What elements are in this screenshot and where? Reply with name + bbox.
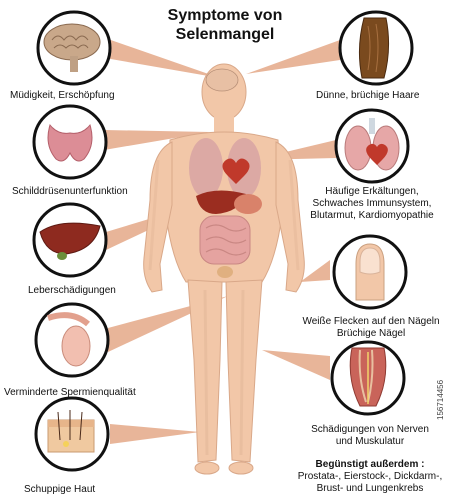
page-title: Symptome von Selenmangel	[120, 6, 330, 44]
brain-icon	[36, 10, 112, 86]
label-hypothyroidism: Schilddrüsenunterfunktion	[12, 186, 128, 197]
connector-skin	[110, 424, 200, 444]
label-sperm-quality: Verminderte Spermienqualität	[4, 387, 136, 398]
label-nails-line-2: Brüchige Nägel	[336, 328, 406, 339]
stock-id: 156714456	[436, 379, 445, 420]
connector-thyroid	[104, 130, 210, 150]
connector-hair	[246, 40, 340, 74]
footer-line-2: Brust- und Lungenkrebs	[316, 483, 424, 494]
connector-muscle	[262, 350, 330, 380]
testicle-icon	[34, 302, 110, 378]
lungs-heart-icon	[334, 108, 410, 184]
symptom-circles	[32, 10, 414, 472]
label-nails: Weiße Flecken auf den Nägeln Brüchige Nä…	[296, 316, 446, 340]
label-immune-line-1: Häufige Erkältungen,	[325, 186, 419, 197]
label-liver-damage: Leberschädigungen	[28, 285, 116, 296]
label-fatigue: Müdigkeit, Erschöpfung	[10, 90, 115, 101]
connector-nail	[300, 260, 330, 282]
liver-icon	[32, 202, 108, 278]
skin-icon	[34, 396, 110, 472]
fingernail-icon	[332, 234, 408, 310]
title-line-1: Symptome von	[167, 7, 283, 24]
footer-heading: Begünstigt außerdem :	[315, 459, 425, 470]
muscle-nerve-icon	[330, 340, 406, 416]
label-scaly-skin: Schuppige Haut	[24, 484, 96, 495]
label-immune-line-2: Schwaches Immunsystem,	[312, 198, 432, 209]
label-nerves: Schädigungen von Nerven und Muskulatur	[300, 424, 440, 448]
thyroid-icon	[32, 104, 108, 180]
label-immune-line-3: Blutarmut, Kardiomyopathie	[310, 210, 434, 221]
label-hair: Dünne, brüchige Haare	[316, 90, 420, 101]
title-line-2: Selenmangel	[175, 26, 275, 43]
label-nerves-line-2: und Muskulatur	[335, 436, 405, 447]
footer-line-1: Prostata-, Eierstock-, Dickdarm-,	[297, 471, 443, 482]
label-immune: Häufige Erkältungen, Schwaches Immunsyst…	[300, 186, 444, 222]
label-nails-line-1: Weiße Flecken auf den Nägeln	[302, 316, 440, 327]
footer-note: Begünstigt außerdem : Prostata-, Eiersto…	[292, 459, 448, 495]
human-body	[143, 63, 305, 475]
label-nerves-line-1: Schädigungen von Nerven	[311, 424, 429, 435]
connector-brain	[105, 38, 220, 78]
hair-icon	[338, 10, 414, 86]
